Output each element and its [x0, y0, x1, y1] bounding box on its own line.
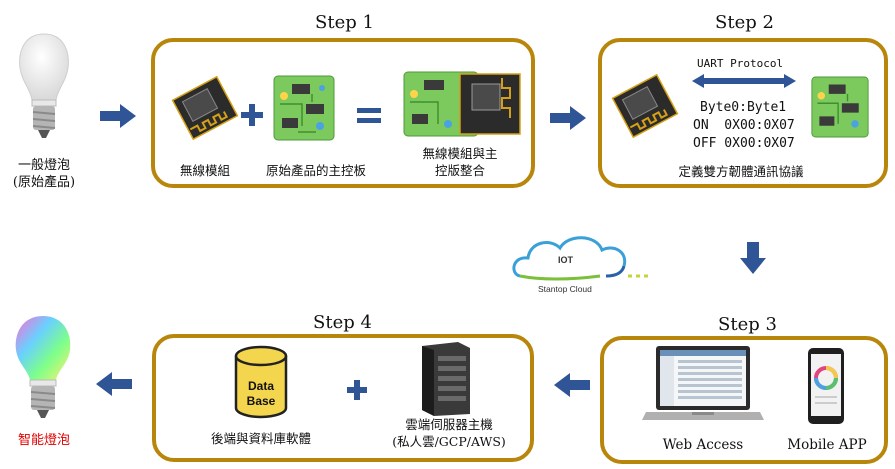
original-bulb-label-2: (原始產品)	[12, 175, 76, 190]
server-icon	[422, 342, 470, 416]
plus-icon-2	[347, 380, 367, 400]
step4-frame	[152, 334, 534, 462]
wifi-module-label: 無線模組	[179, 163, 230, 178]
integrated-label-1: 無線模組與主	[422, 146, 498, 161]
double-arrow-icon	[692, 74, 796, 88]
backend-label: 後端與資料庫軟體	[210, 431, 311, 446]
database-icon	[234, 345, 288, 419]
step3-title: Step 3	[718, 314, 777, 335]
integrated-board-icon	[403, 71, 521, 137]
arrow-right-icon	[100, 104, 136, 128]
arrow-left-icon	[96, 372, 132, 396]
smart-bulb-icon	[15, 316, 71, 418]
main-board-icon	[273, 75, 335, 141]
bytes-header: Byte0:Byte1	[700, 100, 787, 115]
integrated-label-2: 控版整合	[434, 163, 485, 178]
off-row: OFF 0X00:0X07	[693, 136, 795, 151]
laptop-icon	[642, 346, 764, 420]
database-label-2: Base	[246, 394, 276, 408]
web-access-label: Web Access	[662, 437, 744, 453]
wifi-module-icon	[171, 76, 239, 140]
step1-title: Step 1	[315, 12, 374, 33]
original-bulb-label-1: 一般燈泡	[17, 158, 70, 173]
wifi-module-icon	[611, 74, 679, 138]
smart-bulb-label: 智能燈泡	[17, 433, 70, 448]
cloud-label: IOT	[558, 255, 573, 265]
main-board-icon	[811, 76, 869, 138]
step2-title: Step 2	[715, 12, 774, 33]
server-label-2: (私人雲/GCP/AWS)	[392, 434, 506, 449]
plus-icon-1	[241, 104, 263, 126]
smartphone-icon	[808, 348, 844, 424]
uart-protocol-label: UART Protocol	[697, 57, 784, 70]
server-label-1: 雲端伺服器主機	[405, 417, 493, 432]
arrow-left-icon	[554, 373, 590, 397]
equals-icon	[357, 108, 381, 124]
iot-cloud-icon	[512, 236, 648, 281]
on-row: ON 0X00:0X07	[693, 118, 795, 133]
arrow-down-icon	[740, 242, 766, 274]
protocol-caption: 定義雙方韌體通訊協議	[678, 164, 804, 179]
main-board-label: 原始產品的主控板	[265, 163, 366, 178]
step4-title: Step 4	[313, 312, 372, 333]
mobile-app-label: Mobile APP	[787, 437, 867, 453]
database-label-1: Data	[247, 379, 274, 393]
original-bulb-icon	[19, 33, 69, 138]
arrow-right-icon	[550, 106, 586, 130]
cloud-brand: Stantop Cloud	[538, 284, 592, 294]
